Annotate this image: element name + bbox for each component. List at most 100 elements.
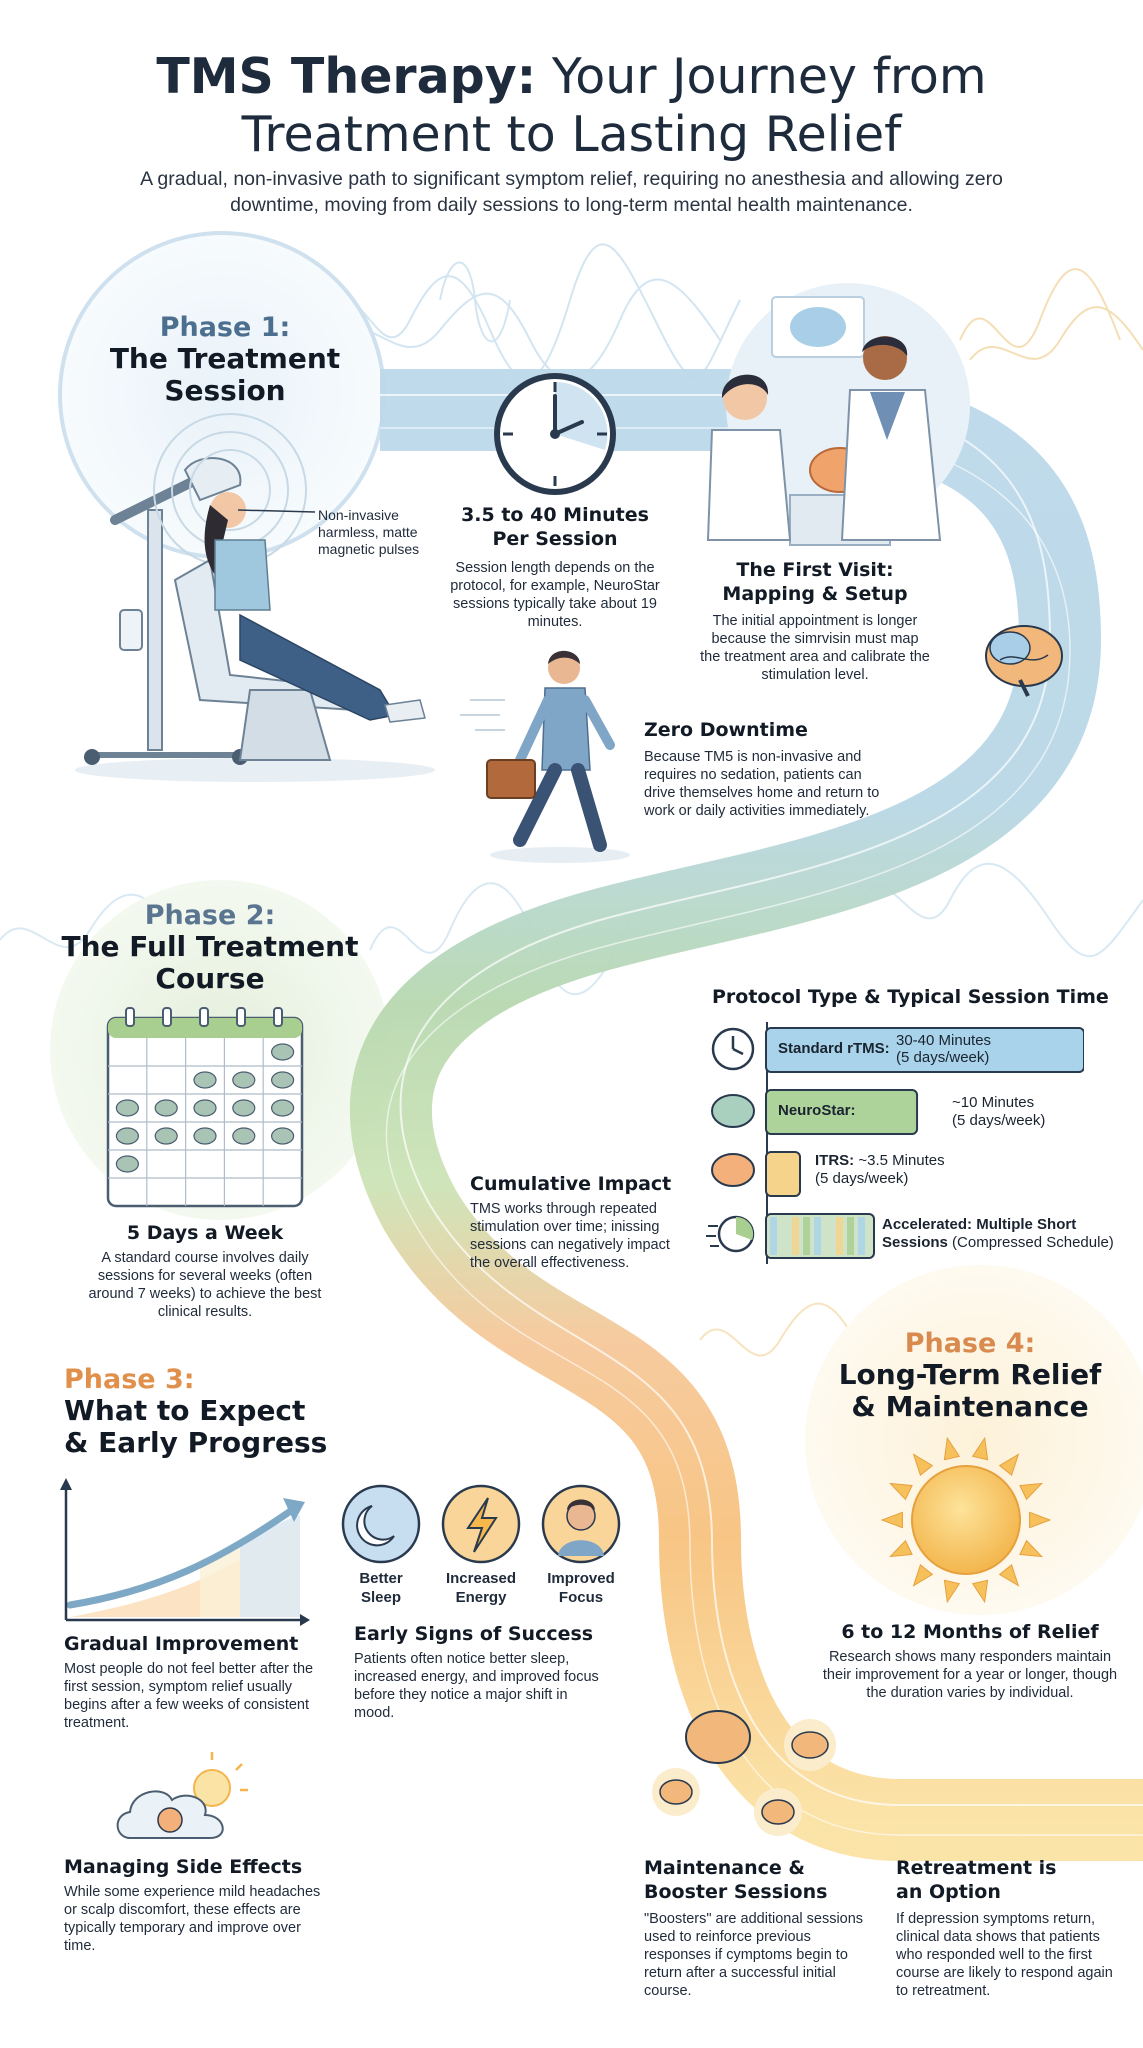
doctors-illustration xyxy=(706,296,942,546)
zero-downtime: Zero Downtime Because TM5 is non-invasiv… xyxy=(644,718,894,820)
sun-ray xyxy=(971,1436,989,1461)
road-highlight-2 xyxy=(380,427,1143,1836)
first-visit-title-2: Mapping & Setup xyxy=(722,583,908,605)
road-highlight xyxy=(380,394,1143,1806)
sun-ray xyxy=(889,1539,913,1558)
bar-label-2-detail-1: ~3.5 Minutes xyxy=(858,1152,945,1169)
booster-title-2: Booster Sessions xyxy=(644,1881,828,1903)
title-rest: Your Journey from xyxy=(536,48,987,105)
accelerated-stripe xyxy=(847,1217,854,1255)
bar-label-1-detail: ~10 Minutes (5 days/week) xyxy=(952,1094,1045,1130)
bar-label-1-detail-1: ~10 Minutes xyxy=(952,1094,1035,1111)
gradual-text: Most people do not feel better after the… xyxy=(64,1661,314,1731)
phase1-name-1: The Treatment xyxy=(109,342,341,375)
clock-icon xyxy=(494,373,616,495)
bar-label-3: Accelerated: Multiple Short Sessions (Co… xyxy=(882,1216,1132,1252)
wave-lines-right xyxy=(959,268,1143,361)
accelerated-stripe xyxy=(792,1217,799,1255)
long-term-relief: 6 to 12 Months of Relief Research shows … xyxy=(820,1620,1120,1702)
week-text: A standard course involves daily session… xyxy=(88,1250,322,1320)
bar-label-2-main: ITRS: xyxy=(815,1152,855,1169)
chart-title: Protocol Type & Typical Session Time xyxy=(712,986,1109,1008)
sun-ray xyxy=(1019,1482,1043,1501)
downtime-title: Zero Downtime xyxy=(644,719,808,741)
icon-label-focus-1: Improved xyxy=(547,1570,615,1587)
phase1-name-2: Session xyxy=(164,374,286,407)
phase3-kicker: Phase 3: xyxy=(64,1364,195,1395)
booster-sessions: Maintenance & Booster Sessions "Boosters… xyxy=(644,1856,874,2000)
icon-label-focus-2: Focus xyxy=(558,1589,604,1606)
bar-label-0-main: Standard rTMS: xyxy=(778,1040,890,1057)
bar-label-1-detail-2: (5 days/week) xyxy=(952,1112,1046,1129)
bar-label-0-detail: 30-40 Minutes (5 days/week) xyxy=(896,1032,991,1066)
bar-label-2-detail-2: (5 days/week) xyxy=(815,1170,909,1187)
bar-label-1: NeuroStar: xyxy=(778,1102,1078,1120)
calendar-brain-mark xyxy=(154,1127,178,1145)
sun-ray xyxy=(912,1453,934,1476)
phase2-name-1: The Full Treatment xyxy=(61,930,359,963)
phase4-name-2: & Maintenance xyxy=(851,1390,1089,1423)
sun-ray xyxy=(880,1511,903,1529)
phase4-glow xyxy=(805,1265,1143,1615)
phase3-name-1: What to Expect xyxy=(64,1394,306,1427)
bar-label-0: Standard rTMS: 30-40 Minutes (5 days/wee… xyxy=(778,1032,1078,1066)
relief-title: 6 to 12 Months of Relief xyxy=(841,1621,1099,1643)
bar-label-1-main: NeuroStar: xyxy=(778,1102,856,1119)
sun-ray xyxy=(971,1579,989,1604)
impact-title: Cumulative Impact xyxy=(470,1173,672,1195)
sun-ray xyxy=(943,1436,961,1461)
sun-ray xyxy=(889,1482,913,1501)
week-title: 5 Days a Week xyxy=(126,1222,284,1244)
session-duration: 3.5 to 40 Minutes Per Session Session le… xyxy=(440,503,670,631)
early-title: Early Signs of Success xyxy=(354,1623,594,1645)
calendar-brain-mark xyxy=(232,1099,256,1117)
retreat-text: If depression symptoms return, clinical … xyxy=(896,1911,1113,1999)
phase3-name-2: & Early Progress xyxy=(64,1426,328,1459)
sun-ray xyxy=(912,1564,934,1587)
calendar-brain-mark xyxy=(115,1127,140,1145)
journey-road xyxy=(349,369,1143,1861)
sun-ray xyxy=(998,1453,1020,1476)
calendar-icon xyxy=(106,1007,304,1208)
icon-label-energy: Increased Energy xyxy=(436,1569,526,1607)
protocol-bar-1 xyxy=(765,1089,919,1135)
sun-icon xyxy=(880,1436,1052,1604)
pulse-note-3: magnetic pulses xyxy=(318,541,420,557)
title-bold: TMS Therapy: xyxy=(156,48,537,105)
icon-label-sleep-2: Sleep xyxy=(360,1589,402,1606)
gradual-title: Gradual Improvement xyxy=(64,1633,299,1655)
accelerated-stripe xyxy=(825,1217,832,1255)
protocol-icons xyxy=(706,1022,768,1264)
title-line2: Treatment to Lasting Relief xyxy=(241,106,902,163)
icon-label-sleep-1: Better xyxy=(359,1570,403,1587)
protocol-bar-2 xyxy=(765,1151,801,1197)
brain-icon xyxy=(985,625,1063,697)
booster-text: "Boosters" are additional sessions used … xyxy=(644,1911,864,1999)
bar-label-3-detail-2: (Compressed Schedule) xyxy=(952,1234,1114,1251)
gradual-improvement: Gradual Improvement Most people do not f… xyxy=(64,1632,334,1732)
bar-label-0-detail-1: 30-40 Minutes xyxy=(896,1032,992,1049)
icon-label-focus: Improved Focus xyxy=(536,1569,626,1607)
accelerated-stripe xyxy=(858,1217,865,1255)
retreat-title-1: Retreatment is xyxy=(896,1857,1057,1879)
retreatment: Retreatment is an Option If depression s… xyxy=(896,1856,1126,2000)
phase2-title: Phase 2: The Full Treatment Course xyxy=(60,900,360,995)
page-title: TMS Therapy: Your Journey from Treatment… xyxy=(40,48,1103,164)
relief-text: Research shows many responders maintain … xyxy=(822,1649,1118,1701)
phase4-name-1: Long-Term Relief xyxy=(838,1358,1102,1391)
side-title: Managing Side Effects xyxy=(64,1856,303,1878)
protocol-bars xyxy=(765,1027,1084,1259)
calendar-brain-mark xyxy=(115,1155,140,1173)
duration-title-1: 3.5 to 40 Minutes xyxy=(461,504,649,526)
calendar-brain-mark xyxy=(271,1099,295,1117)
phase1-title: Phase 1: The Treatment Session xyxy=(80,312,370,407)
early-signs: Early Signs of Success Patients often no… xyxy=(354,1622,604,1722)
side-text: While some experience mild headaches or … xyxy=(64,1884,321,1954)
pulse-note-1: Non-invasive xyxy=(318,507,399,523)
downtime-text: Because TM5 is non-invasive and requires… xyxy=(644,749,880,819)
icon-label-energy-2: Energy xyxy=(455,1589,507,1606)
cloud-icon xyxy=(116,1752,248,1839)
icon-label-sleep: Better Sleep xyxy=(336,1569,426,1607)
sun-ray xyxy=(943,1579,961,1604)
